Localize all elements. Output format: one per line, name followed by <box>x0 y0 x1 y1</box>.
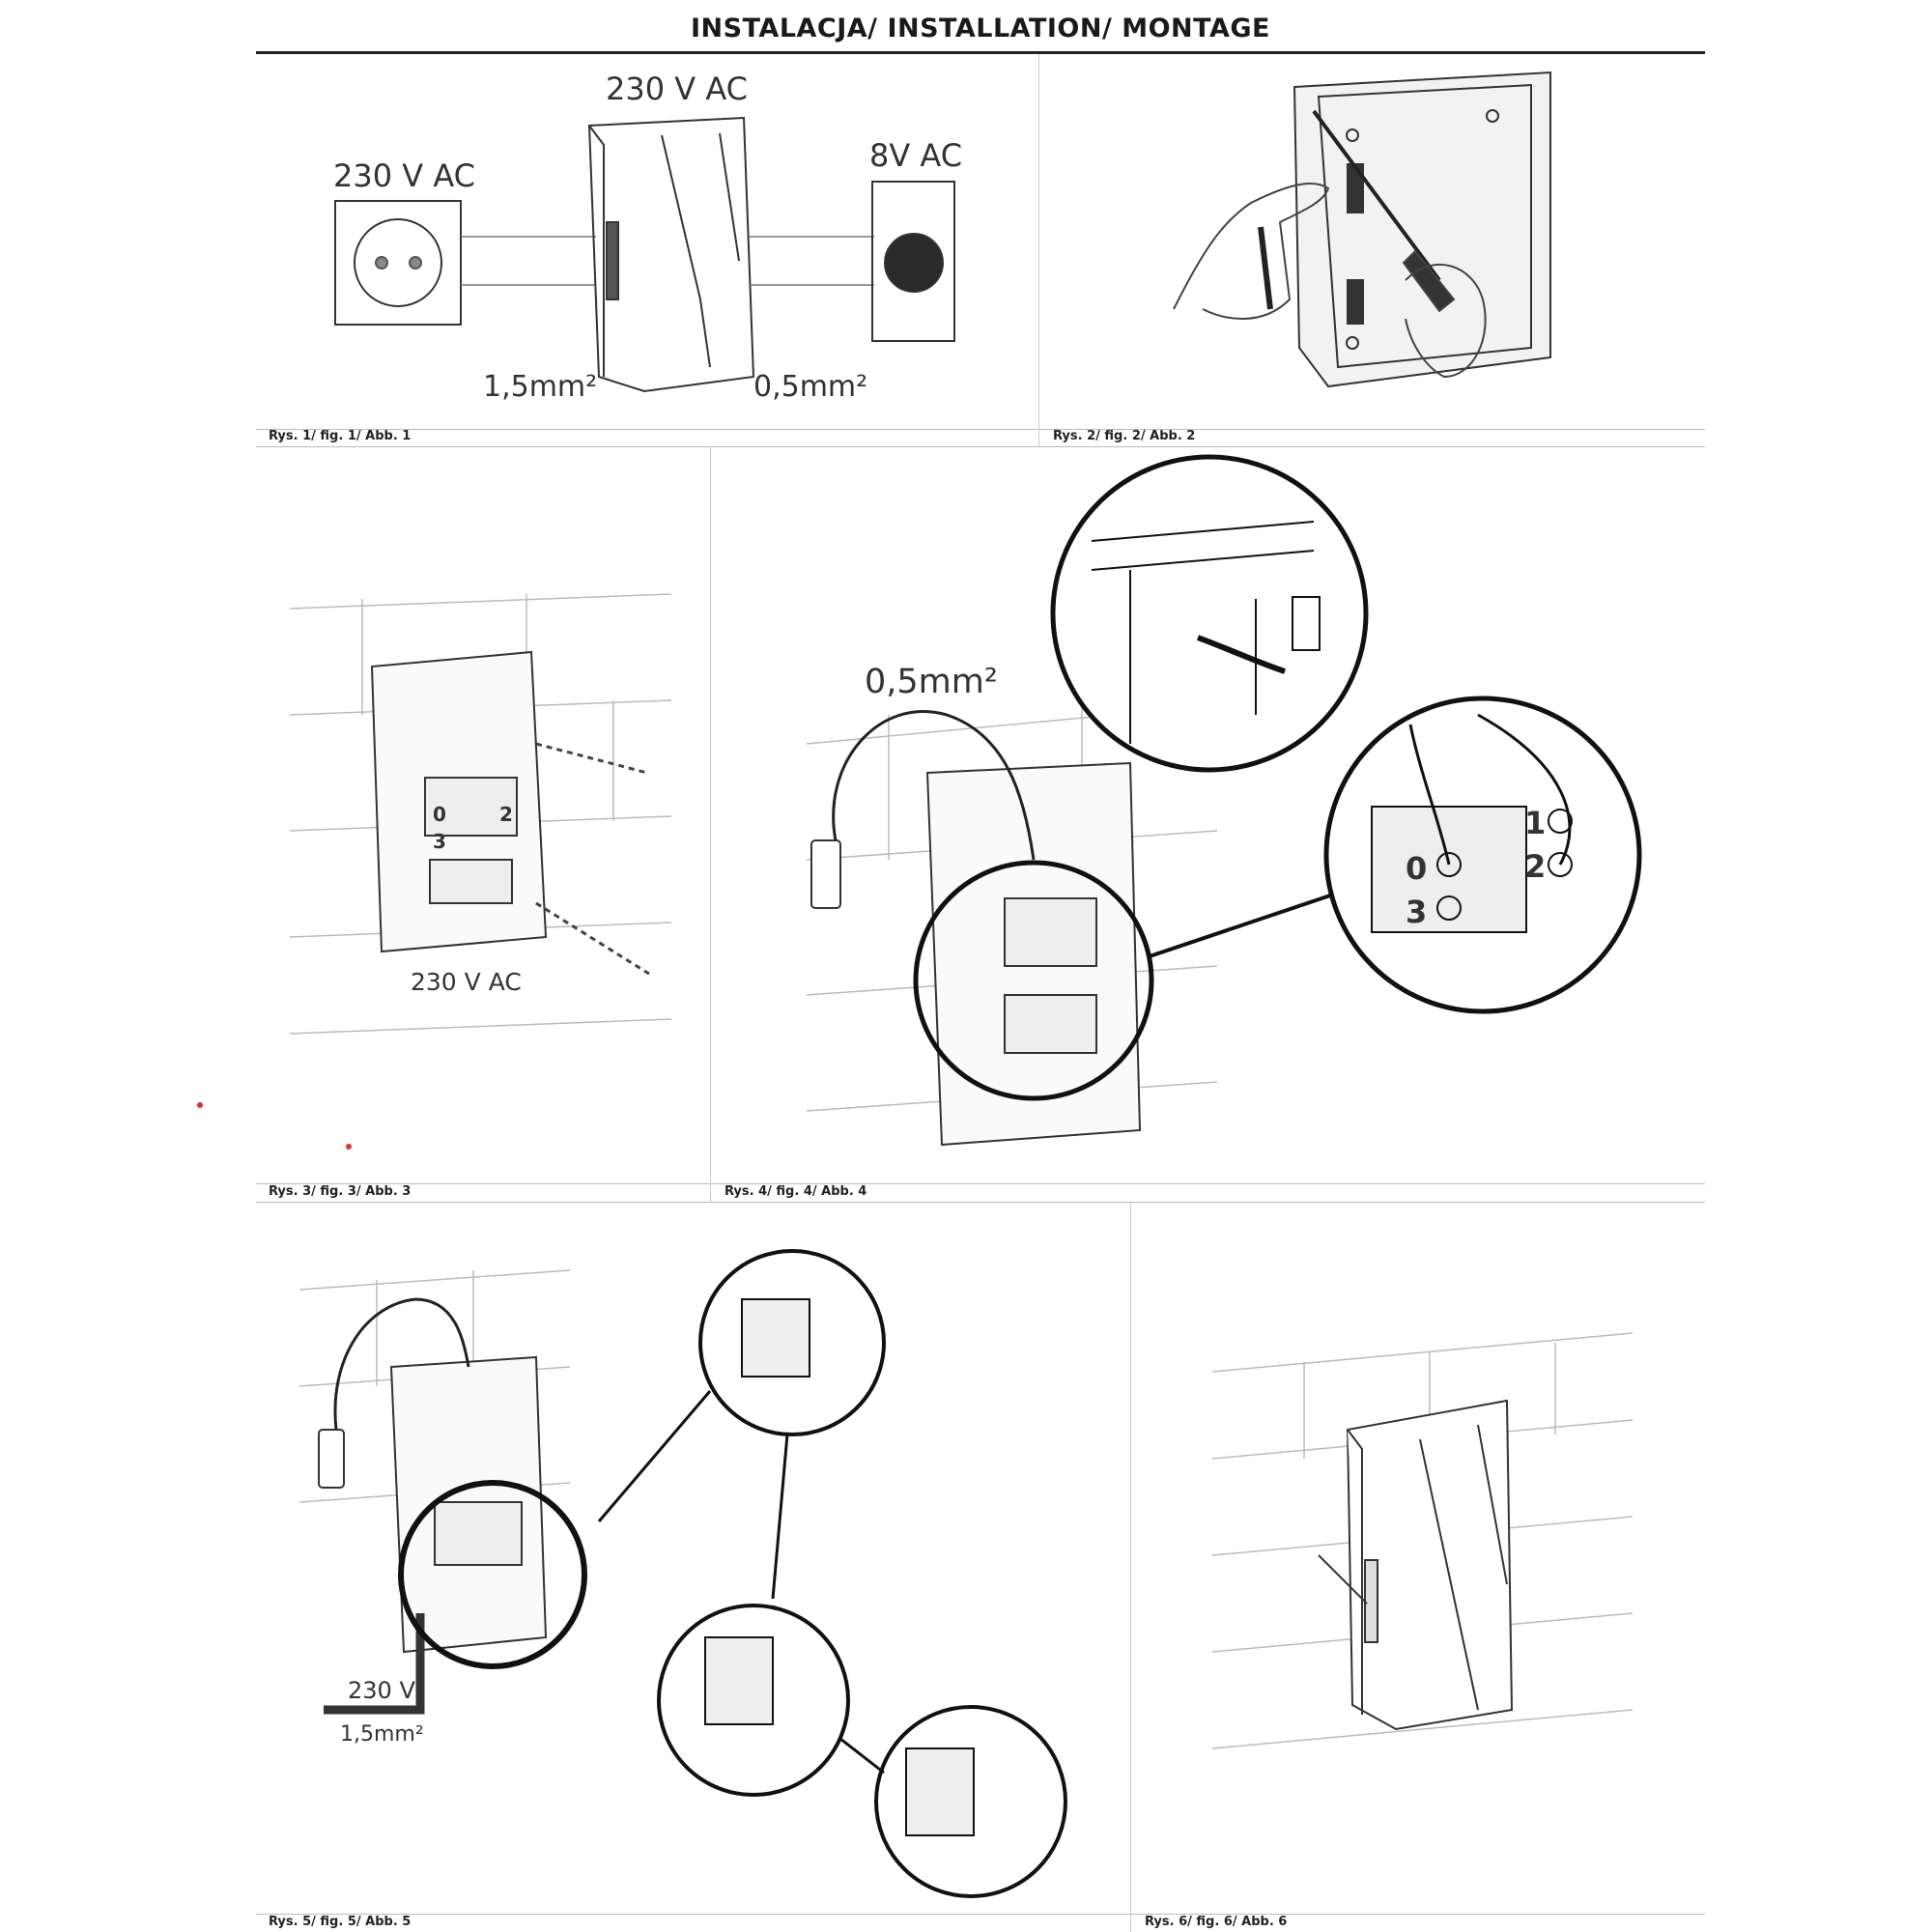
row3-column-divider <box>1130 1202 1131 1932</box>
zoom-circle-top <box>1050 454 1369 773</box>
title-underline <box>256 51 1705 54</box>
chime-unit <box>587 116 755 393</box>
chime-cover <box>1346 1399 1514 1731</box>
page-title: INSTALACJA/ INSTALLATION/ MONTAGE <box>691 14 1270 43</box>
zoom-circle-1 <box>698 1249 886 1436</box>
row2-bottom-divider <box>256 1202 1705 1203</box>
cable-1-5 <box>461 236 596 286</box>
button-voltage-label: 8V AC <box>869 137 962 174</box>
figure-6-mounted-chime <box>1211 1332 1634 1749</box>
hand-left <box>1173 183 1330 320</box>
arrows <box>597 1390 885 1775</box>
figure-5-caption: Rys. 5/ fig. 5/ Abb. 5 <box>269 1915 412 1929</box>
terminal-3: 3 <box>433 830 446 853</box>
socket-voltage-label: 230 V AC <box>333 157 475 194</box>
cable-right-label: 0,5mm² <box>753 370 867 404</box>
red-mark-1 <box>197 1102 203 1108</box>
wall-screws <box>535 742 653 978</box>
terminal-2: 2 <box>499 803 513 826</box>
row1-column-divider <box>1038 54 1039 446</box>
chime-voltage-label: 230 V AC <box>606 71 748 107</box>
cable <box>333 1297 470 1431</box>
open-housing <box>1293 71 1551 388</box>
figure-5-voltage-label: 230 V <box>348 1677 415 1704</box>
detail-circle <box>398 1480 587 1669</box>
row2-top-divider <box>256 1183 1705 1184</box>
zoom-terminal-1: 1 <box>1524 805 1546 841</box>
wall-socket <box>334 200 462 326</box>
figure-3-voltage-label: 230 V AC <box>411 968 522 996</box>
row2-column-divider <box>710 446 711 1202</box>
figure-2-caption: Rys. 2/ fig. 2/ Abb. 2 <box>1053 429 1196 443</box>
red-mark-2 <box>346 1144 352 1150</box>
callout-line <box>1149 892 1337 958</box>
screwdriver-hand <box>1312 109 1487 379</box>
figure-4-low-voltage-wiring: 0,5mm² 0 1 2 3 <box>806 454 1642 1147</box>
figure-5-cable-label: 1,5mm² <box>340 1722 424 1747</box>
figure-2-opening-cover <box>1173 71 1551 388</box>
figure-5-mains-wiring: 230 V 1,5mm² <box>298 1249 1067 1898</box>
mains-cable <box>324 1613 425 1715</box>
mount-arrow <box>1318 1554 1368 1605</box>
push-button <box>318 1429 345 1489</box>
figure-6-caption: Rys. 6/ fig. 6/ Abb. 6 <box>1145 1915 1288 1929</box>
figure-3-caption: Rys. 3/ fig. 3/ Abb. 3 <box>269 1184 412 1199</box>
backplate <box>389 1355 548 1654</box>
backplate <box>925 761 1142 1147</box>
row3-divider <box>256 1914 1705 1915</box>
push-button <box>810 839 841 909</box>
row1-top-divider <box>256 429 1705 430</box>
zoom-circle-3 <box>874 1705 1067 1898</box>
zoom-terminal-3: 3 <box>1406 894 1427 930</box>
figure-1-wiring-diagram: 230 V AC 230 V AC 8V AC 1,5mm² 0,5mm² <box>333 71 962 404</box>
row1-bottom-divider <box>256 446 1705 447</box>
figure-4-caption: Rys. 4/ fig. 4/ Abb. 4 <box>724 1184 867 1199</box>
cable <box>832 710 1036 861</box>
figure-1-caption: Rys. 1/ fig. 1/ Abb. 1 <box>269 429 412 443</box>
zoom-terminal-0: 0 <box>1406 850 1427 887</box>
figure-4-cable-label: 0,5mm² <box>865 663 998 701</box>
figure-3-wall-mounting: 0 2 3 230 V AC <box>289 593 672 1035</box>
cable-0-5 <box>749 236 874 286</box>
zoom-circle-terminals <box>1323 696 1642 1014</box>
zoom-terminal-2: 2 <box>1524 848 1546 885</box>
doorbell-button <box>871 181 955 342</box>
backplate <box>370 650 548 953</box>
detail-circle-small <box>913 860 1154 1101</box>
terminal-0: 0 <box>433 803 446 826</box>
cable-left-label: 1,5mm² <box>483 370 597 404</box>
zoom-circle-2 <box>657 1604 850 1797</box>
